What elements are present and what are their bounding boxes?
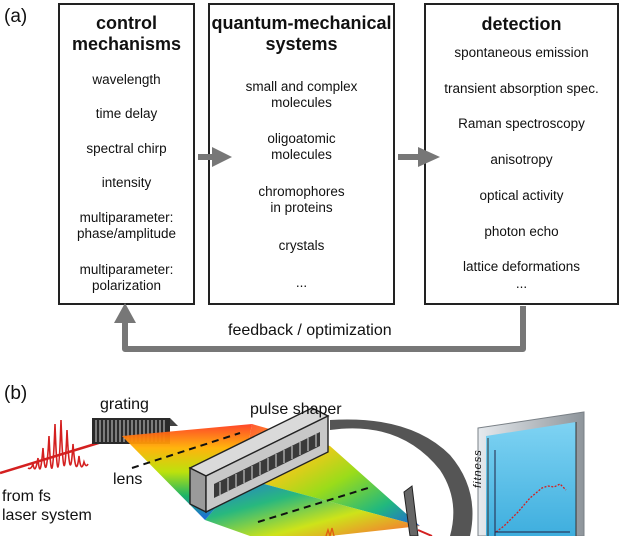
- control-item: multiparameter: polarization: [79, 262, 174, 293]
- control-item: intensity: [101, 175, 152, 190]
- detection-box: detection spontaneous emission transient…: [424, 3, 619, 305]
- quantum-item: chromophores in proteins: [258, 184, 345, 215]
- detection-item: anisotropy: [490, 152, 553, 167]
- control-item: spectral chirp: [86, 141, 167, 156]
- fitness-curve: [495, 483, 567, 533]
- quantum-item: oligoatomic molecules: [267, 131, 336, 162]
- output-grating-icon: [403, 485, 419, 536]
- detection-item: Raman spectroscopy: [458, 116, 585, 131]
- quantum-item: ...: [295, 275, 308, 290]
- outgoing-beam: [417, 529, 433, 536]
- monitor-icon: [477, 411, 585, 536]
- arrow-control-to-systems: [198, 147, 232, 167]
- feedback-arrow: [122, 306, 526, 352]
- quantum-item: small and complex molecules: [245, 79, 358, 110]
- detection-item: lattice deformations: [462, 259, 581, 274]
- grating-label: grating: [100, 396, 149, 413]
- pulse-shaper-icon: [188, 407, 330, 514]
- control-item: wavelength: [92, 72, 161, 87]
- detection-item: ...: [515, 276, 528, 291]
- output-pulse-icon: [325, 527, 335, 536]
- laser-source-label: from fs laser system: [2, 488, 92, 524]
- control-mechanisms-box: control mechanisms wavelength time delay…: [58, 3, 195, 305]
- arrow-systems-to-detection: [398, 147, 440, 167]
- panel-a-label: (a): [4, 6, 28, 27]
- control-item: multiparameter: phase/amplitude: [76, 210, 177, 241]
- detection-item: photon echo: [484, 224, 559, 239]
- detection-title: detection: [481, 14, 562, 34]
- lens-label: lens: [113, 471, 143, 488]
- pulse-shaper-label: pulse shaper: [250, 401, 342, 418]
- lens-line-1: [131, 432, 241, 469]
- laser-pulse-icon: [27, 419, 89, 470]
- feedback-arrow-head: [114, 303, 136, 323]
- detection-item: optical activity: [479, 188, 564, 203]
- feedback-label: feedback / optimization: [228, 322, 392, 339]
- panel-b-label: (b): [4, 383, 28, 404]
- detection-item: spontaneous emission: [454, 45, 589, 60]
- monitor-axis-label: fitness: [472, 449, 484, 488]
- quantum-systems-title: quantum-mechanical systems: [211, 13, 392, 54]
- monitor-cable: [330, 419, 473, 536]
- control-mechanisms-title: control mechanisms: [71, 13, 182, 54]
- control-item: time delay: [95, 106, 158, 121]
- quantum-item: crystals: [278, 238, 325, 253]
- detection-item: transient absorption spec.: [444, 81, 599, 96]
- quantum-systems-box: quantum-mechanical systems small and com…: [208, 3, 395, 305]
